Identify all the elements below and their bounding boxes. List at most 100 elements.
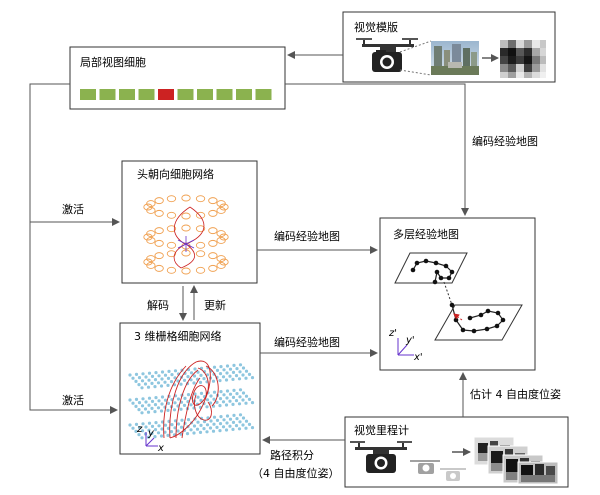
grid-cell-dot bbox=[141, 422, 145, 426]
head-direction-box: 头朝向细胞网络 bbox=[121, 160, 258, 284]
grid-cell-dot bbox=[157, 424, 161, 428]
odometry-image-sequence bbox=[473, 436, 559, 485]
map-node bbox=[433, 260, 439, 266]
grid-cell-dot bbox=[131, 401, 135, 405]
head-direction-cell bbox=[195, 250, 206, 258]
grid-cell-dot bbox=[166, 401, 171, 405]
label-estimate-pose: 估计 4 自由度位姿 bbox=[470, 387, 561, 401]
grid-cell-dot bbox=[234, 424, 239, 428]
odometry-drone-icon bbox=[350, 441, 412, 473]
grid-cell-dot bbox=[150, 424, 155, 428]
grid-cell-dot bbox=[202, 420, 207, 424]
grid-cell-dot bbox=[231, 370, 236, 374]
grid-cell-dot bbox=[137, 401, 142, 405]
grid-axis-y: y bbox=[147, 428, 155, 439]
grid-cell-dot bbox=[147, 371, 152, 375]
head-direction-cell bbox=[146, 200, 156, 208]
grid-cell-dot bbox=[157, 374, 161, 378]
map-lower-nodes bbox=[449, 302, 506, 334]
head-direction-cell bbox=[154, 197, 164, 205]
view-cell bbox=[99, 89, 116, 100]
head-direction-cell bbox=[219, 258, 229, 266]
grid-cell-dot bbox=[247, 422, 252, 426]
visual-odometry-title: 视觉里程计 bbox=[354, 423, 409, 437]
head-direction-cell bbox=[208, 264, 218, 272]
grid-cell-dot bbox=[160, 427, 164, 431]
grid-cell-dot bbox=[159, 434, 164, 438]
grid-cell-dot bbox=[146, 385, 151, 389]
grid-cell-dot bbox=[140, 404, 145, 408]
grid-cell-dot bbox=[218, 372, 223, 376]
grid-cell-dot bbox=[166, 408, 170, 412]
grid-cell-dot bbox=[163, 423, 168, 427]
grid-cell-dot bbox=[173, 369, 178, 373]
head-direction-hub bbox=[177, 236, 195, 252]
grid-cell-dot bbox=[137, 376, 142, 380]
grid-cell-dot bbox=[189, 378, 193, 382]
grid-cell-dot bbox=[202, 377, 206, 381]
grid-cell-dot bbox=[153, 378, 158, 382]
grid-cell-dot bbox=[238, 370, 242, 374]
grid-cell-dot bbox=[244, 419, 249, 423]
grid-cell-dot bbox=[182, 403, 187, 407]
grid-cell-dot bbox=[193, 392, 197, 396]
grid-cell-dot bbox=[247, 372, 252, 376]
head-direction-cell bbox=[143, 258, 153, 266]
head-direction-cell bbox=[216, 236, 226, 244]
grid-cell-dot bbox=[221, 400, 226, 404]
grid-cell-dot bbox=[180, 418, 184, 422]
grid-cell-dot bbox=[169, 430, 174, 434]
head-direction-cell bbox=[146, 236, 156, 244]
grid-cell-dot bbox=[232, 388, 236, 392]
label-path-integration-pose: （4 自由度位姿） bbox=[252, 466, 340, 480]
grid-cell-dot bbox=[195, 427, 200, 431]
head-direction-ring-attractor bbox=[143, 194, 229, 275]
grid-cell-dot bbox=[222, 393, 226, 397]
grid-cell-dot bbox=[163, 373, 168, 377]
head-direction-cell bbox=[154, 209, 164, 217]
label-path-integration: 路径积分 bbox=[270, 449, 314, 462]
grid-cell-dot bbox=[140, 379, 145, 383]
grid-cell-dot bbox=[134, 429, 138, 433]
grid-cell-dot bbox=[189, 428, 193, 432]
multilayer-map-box: 多层经验地图 z' y' x' bbox=[379, 217, 536, 371]
grid-cell-dot bbox=[137, 408, 141, 412]
grid-cell-dot bbox=[182, 378, 187, 382]
head-direction-cell bbox=[154, 264, 164, 272]
grid-cell-dot bbox=[170, 373, 174, 377]
map-axis-y: y' bbox=[405, 335, 415, 346]
grid-cell-dot bbox=[134, 404, 138, 408]
grid-cell-dot bbox=[238, 413, 243, 417]
multilayer-map-title: 多层经验地图 bbox=[393, 227, 459, 241]
view-cell bbox=[216, 89, 233, 100]
head-direction-cell bbox=[146, 230, 156, 238]
grid-cell-dot bbox=[212, 397, 216, 401]
grid-cell-dot bbox=[234, 374, 239, 378]
grid-cell-dot bbox=[179, 407, 183, 411]
map-node bbox=[495, 310, 501, 316]
grid-cell-dot bbox=[169, 380, 174, 384]
grid-cell-dot bbox=[199, 391, 204, 395]
grid-cell-dot bbox=[241, 423, 245, 427]
map-node bbox=[478, 312, 484, 318]
head-direction-cell bbox=[195, 266, 206, 274]
head-direction-cell bbox=[216, 230, 226, 238]
grid-cell-dot bbox=[235, 392, 239, 396]
grid-cell-dot bbox=[211, 379, 216, 383]
map-node bbox=[443, 263, 449, 269]
view-cell bbox=[119, 89, 135, 100]
grid-cell-dot bbox=[225, 371, 229, 375]
head-direction-cell bbox=[195, 241, 206, 249]
head-direction-cell bbox=[154, 239, 164, 247]
grid-cell-dot bbox=[238, 388, 243, 392]
head-direction-cell bbox=[166, 195, 177, 203]
local-view-cells-box: 局部视图细胞 bbox=[69, 46, 286, 110]
pixel-template-icon bbox=[500, 40, 546, 78]
label-decode: 解码 bbox=[147, 298, 169, 312]
grid-cell-dot bbox=[232, 413, 236, 417]
grid-cell-dot bbox=[134, 422, 139, 426]
grid-cell-dot bbox=[205, 430, 209, 434]
connectors bbox=[29, 83, 469, 444]
grid-cell-dot bbox=[143, 407, 148, 411]
odometry-drone-ghost2-icon bbox=[440, 468, 466, 481]
